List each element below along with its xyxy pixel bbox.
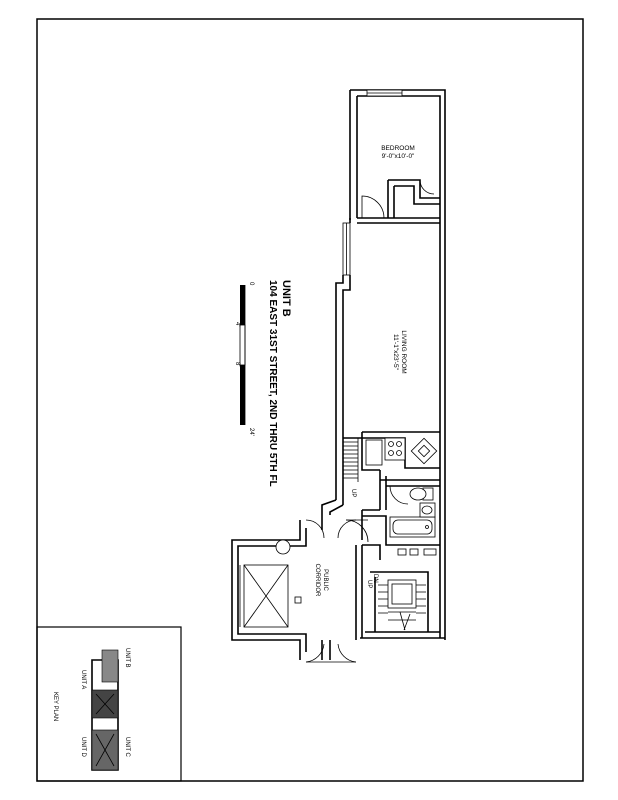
living-room-dims: 11'-1"x23'-5"	[392, 334, 399, 371]
stair-2-up-label: UP	[366, 580, 372, 588]
scale-bar: 0 4' 8' 24'	[234, 282, 254, 436]
bathroom	[361, 470, 440, 546]
exterior-walls	[335, 89, 446, 640]
scale-tick-0: 0	[248, 282, 254, 286]
scale-tick-8: 8'	[234, 362, 240, 366]
corridor-label-1: PUBLIC	[322, 569, 328, 591]
key-plan: KEY PLAN UNIT A UNIT B UNIT C UNIT D	[36, 626, 182, 782]
stair-up: UP	[343, 437, 362, 497]
title-block: UNIT B 104 EAST 31ST STREET, 2ND THRU 5T…	[267, 280, 292, 487]
floor-plan: UP	[231, 89, 446, 663]
unit-title: UNIT B	[280, 280, 292, 317]
scale-tick-4: 4'	[234, 322, 240, 326]
public-corridor: PUBLIC CORRIDOR	[231, 515, 363, 663]
bedroom-dims: 9'-0"x10'-0"	[382, 153, 415, 160]
address-title: 104 EAST 31ST STREET, 2ND THRU 5TH FL	[267, 280, 278, 487]
scale-tick-24: 24'	[248, 428, 254, 436]
kitchen	[361, 431, 440, 471]
entry-area	[321, 499, 437, 560]
corridor-label-2: CORRIDOR	[314, 564, 320, 597]
stair-2: UP DN	[366, 571, 429, 632]
key-unit-b: UNIT B	[124, 648, 130, 668]
key-unit-c: UNIT C	[124, 737, 130, 758]
key-unit-a: UNIT A	[80, 670, 86, 689]
living-room-label: LIVING ROOM	[400, 330, 407, 373]
sheet-border	[36, 18, 584, 782]
stair-up-label: UP	[350, 489, 356, 497]
bedroom-label: BEDROOM	[381, 145, 415, 152]
bedroom-walls	[357, 179, 440, 224]
key-plan-title: KEY PLAN	[52, 692, 58, 721]
stair-2-dn-label: DN	[372, 574, 378, 583]
key-plan-box	[36, 626, 182, 782]
key-unit-d: UNIT D	[80, 737, 86, 758]
